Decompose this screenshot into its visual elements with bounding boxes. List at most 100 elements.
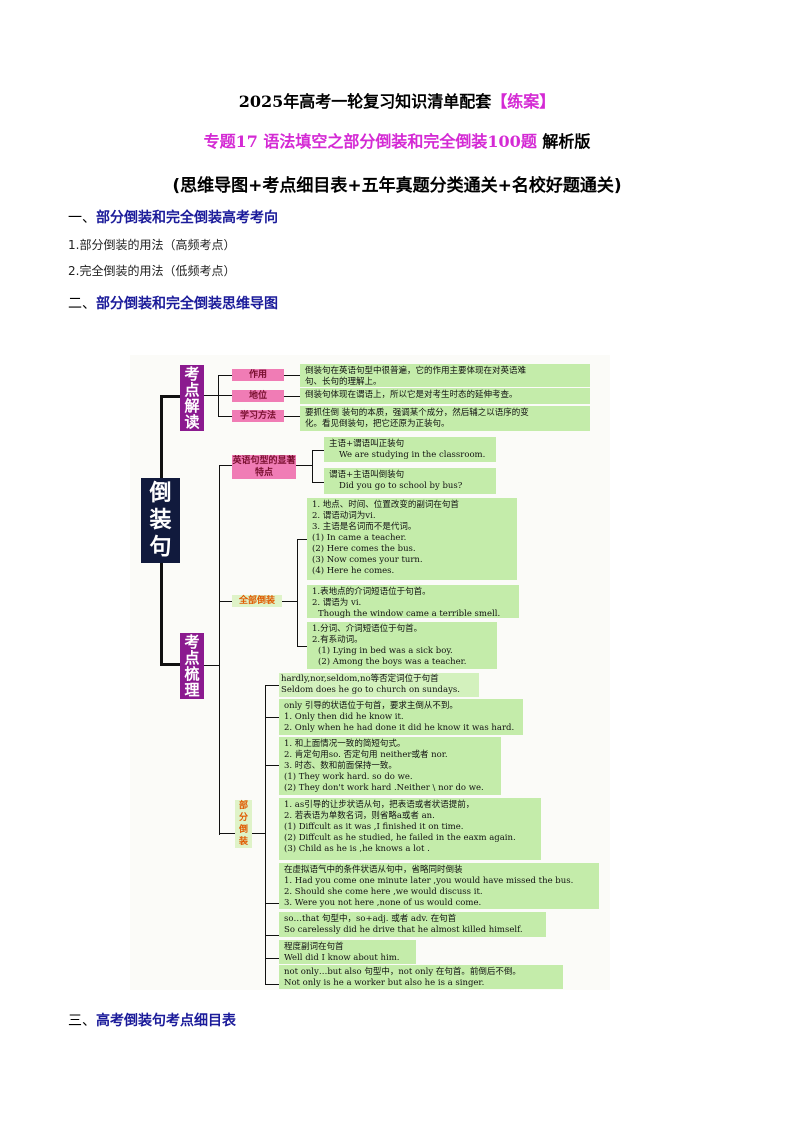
section-heading-3: 三、高考倒装句考点细目表 bbox=[68, 1010, 236, 1030]
note-line: (2) They don't work hard .Neither \ nor … bbox=[284, 783, 484, 793]
note-line: (3) Child as he is ,he knows a lot . bbox=[284, 844, 430, 854]
connector bbox=[284, 396, 300, 397]
note-line: So carelessly did he drive that he almos… bbox=[284, 925, 523, 935]
section-num: 一、 bbox=[68, 210, 96, 226]
connector bbox=[219, 833, 235, 834]
connector bbox=[312, 482, 324, 483]
note-box: 要抓住倒 装句的本质，强调某个成分，然后辅之以语序的变化。看见倒装句，把它还原为… bbox=[300, 406, 590, 431]
connector bbox=[296, 465, 312, 466]
node-label: 全部倒装 bbox=[232, 595, 282, 607]
note-box: only 引导的状语位于句首，要求主倒从不到。1. Only then did … bbox=[279, 699, 523, 735]
doc-title: 2025年高考一轮复习知识清单配套【练案】 bbox=[0, 88, 794, 112]
note-line: 句、长句的理解上。 bbox=[305, 377, 382, 387]
note-line: (4) Here he comes. bbox=[312, 566, 395, 576]
connector bbox=[282, 601, 298, 602]
note-line: (2) Among the boys was a teacher. bbox=[318, 657, 467, 667]
connector bbox=[219, 465, 232, 466]
note-line: (1) In came a teacher. bbox=[312, 533, 407, 543]
title-main: 2025年高考一轮复习知识清单配套 bbox=[238, 92, 492, 111]
connector bbox=[218, 375, 219, 417]
note-box: not only…but also 句型中，not only 在句首。前倒后不倒… bbox=[279, 965, 563, 989]
connector bbox=[312, 450, 324, 451]
note-line: 倒装句在英语句型中很普遍，它的作用主要体现在对英语难 bbox=[305, 366, 527, 376]
note-box: 倒装句在英语句型中很普遍，它的作用主要体现在对英语难句、长句的理解上。 bbox=[300, 364, 590, 387]
note-line: 程度副词在句首 bbox=[284, 942, 344, 952]
connector bbox=[219, 465, 220, 835]
note-line: 2. Should she come here ,we would discus… bbox=[284, 887, 483, 897]
connector bbox=[265, 984, 279, 985]
note-line: 1. 和上面情况一致的简短句式。 bbox=[284, 739, 406, 749]
connector bbox=[297, 539, 298, 647]
section-num: 三、 bbox=[68, 1013, 96, 1029]
note-line: 2. Only when he had done it did he know … bbox=[284, 723, 515, 733]
note-line: 1.分词、介词短语位于句首。 bbox=[312, 624, 423, 634]
connector bbox=[312, 450, 313, 482]
note-line: Did you go to school by bus? bbox=[339, 481, 463, 491]
note-line: (2) Here comes the bus. bbox=[312, 544, 416, 554]
section-num: 二、 bbox=[68, 296, 96, 312]
note-line: 谓语+主语叫倒装句 bbox=[329, 470, 405, 480]
doc-subtitle-2: (思维导图+考点细目表+五年真题分类通关+名校好题通关) bbox=[172, 176, 622, 196]
note-box: 1.表地点的介词短语位于句首。2. 谓语为 vi.Though the wind… bbox=[307, 585, 519, 618]
note-box: 1.分词、介词短语位于句首。2.有系动词。(1) Lying in bed wa… bbox=[307, 622, 497, 669]
section-heading-1: 一、部分倒装和完全倒装高考考向 bbox=[68, 207, 278, 227]
subtitle-colored: 专题17 语法填空之部分倒装和完全倒装100题 bbox=[203, 132, 537, 151]
root-node: 倒装句 bbox=[141, 478, 180, 563]
note-line: hardly,nor,seldom,no等否定词位于句首 bbox=[281, 674, 439, 684]
title-tag: 【练案】 bbox=[491, 92, 556, 111]
connector bbox=[218, 416, 232, 417]
note-line: 2. 谓语动词为vi. bbox=[312, 511, 376, 521]
connector bbox=[252, 833, 265, 834]
connector bbox=[160, 663, 180, 666]
note-line: We are studying in the classroom. bbox=[339, 450, 486, 460]
list-item: 2.完全倒装的用法（低频考点） bbox=[68, 264, 236, 278]
note-line: only 引导的状语位于句首，要求主倒从不到。 bbox=[284, 701, 458, 711]
note-line: not only…but also 句型中，not only 在句首。前倒后不倒… bbox=[284, 967, 521, 977]
note-line: Well did I know about him. bbox=[284, 953, 400, 963]
mind-map-image: 考点解读 倒装句 考点梳理 作用 地位 学习方法 倒装句在英语句型中很普遍，它的… bbox=[130, 355, 610, 990]
node-label: 作用 bbox=[232, 369, 284, 381]
node-label: 学习方法 bbox=[232, 410, 284, 422]
note-line: (1) They work hard. so do we. bbox=[284, 772, 413, 782]
section-heading-2: 二、部分倒装和完全倒装思维导图 bbox=[68, 293, 278, 313]
note-box: 1. as引导的让步状语从句，把表语或者状语提前，2. 若表语为单数名词，则省略… bbox=[279, 798, 541, 860]
note-line: 3. 时态、数和前面保持一致。 bbox=[284, 761, 397, 771]
note-line: 主语+谓语叫正装句 bbox=[329, 439, 405, 449]
note-line: (2) Diffcult as he studied, he failed in… bbox=[284, 833, 516, 843]
note-line: so…that 句型中，so+adj. 或者 adv. 在句首 bbox=[284, 914, 457, 924]
note-line: 3. Were you not here ,none of us would c… bbox=[284, 898, 482, 908]
note-line: 倒装句体现在谓语上，所以它是对考生时态的延伸考查。 bbox=[305, 390, 518, 400]
connector bbox=[265, 685, 279, 686]
note-line: Not only is he a worker but also he is a… bbox=[284, 978, 485, 988]
connector bbox=[265, 765, 279, 766]
note-line: (3) Now comes your turn. bbox=[312, 555, 423, 565]
section-title: 部分倒装和完全倒装高考考向 bbox=[96, 210, 278, 226]
list-item: 1.部分倒装的用法（高频考点） bbox=[68, 238, 236, 252]
note-line: 2. 肯定句用so. 否定句用 neither或者 nor. bbox=[284, 750, 448, 760]
note-line: Seldom does he go to church on sundays. bbox=[281, 685, 460, 695]
note-line: 1. Had you come one minute later ,you wo… bbox=[284, 876, 574, 886]
connector bbox=[204, 665, 219, 666]
connector bbox=[265, 958, 279, 959]
connector bbox=[297, 539, 307, 540]
subtitle-suffix: 解析版 bbox=[536, 132, 591, 151]
connector bbox=[297, 646, 307, 647]
connector bbox=[160, 395, 180, 398]
note-line: 1. as引导的让步状语从句，把表语或者状语提前， bbox=[284, 800, 475, 810]
note-line: 1. 地点、时间、位置改变的副词在句首 bbox=[312, 500, 459, 510]
note-line: 在虚拟语气中的条件状语从句中，省略同时倒装 bbox=[284, 865, 463, 875]
connector bbox=[218, 375, 232, 376]
note-box: 倒装句体现在谓语上，所以它是对考生时态的延伸考查。 bbox=[300, 388, 590, 404]
note-box: 1. 和上面情况一致的简短句式。2. 肯定句用so. 否定句用 neither或… bbox=[279, 737, 501, 795]
note-line: 3. 主语是名词而不是代词。 bbox=[312, 522, 417, 532]
note-line: 要抓住倒 装句的本质，强调某个成分，然后辅之以语序的变 bbox=[305, 408, 529, 418]
node-label: 地位 bbox=[232, 390, 284, 402]
node-label: 英语句型的显著特点 bbox=[232, 455, 296, 479]
note-line: 2. 若表语为单数名词，则省略a或者 an. bbox=[284, 811, 435, 821]
